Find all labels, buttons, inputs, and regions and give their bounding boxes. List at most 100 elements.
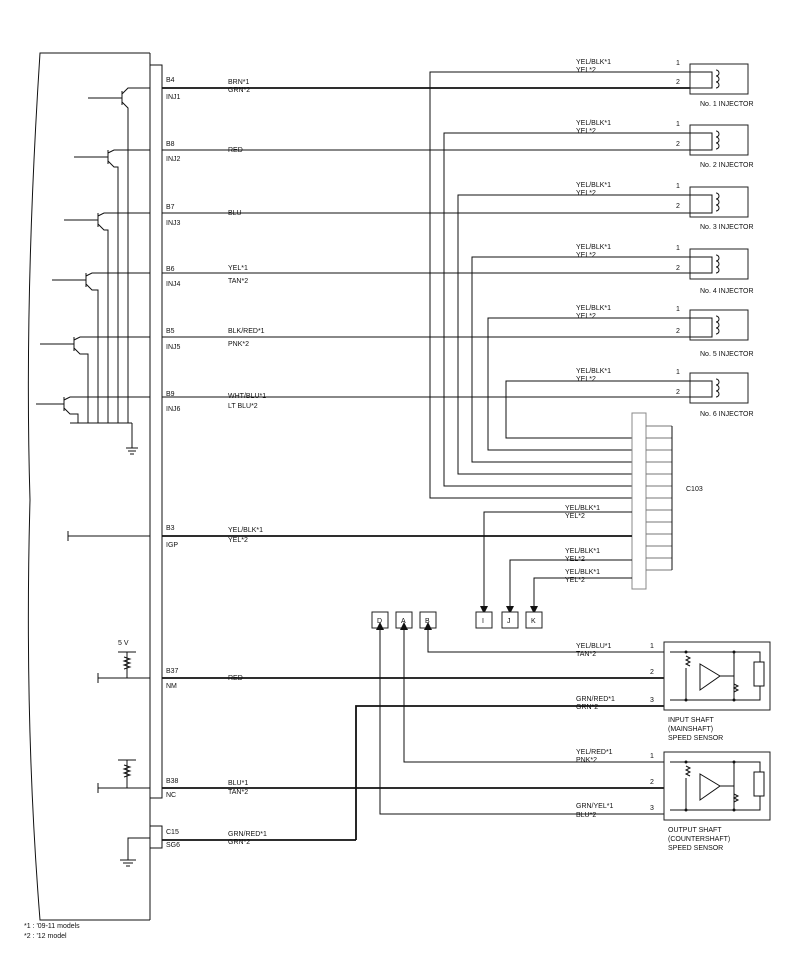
wire-color: GRN/RED*1 [228, 831, 267, 838]
wire-color: GRN*2 [228, 87, 250, 94]
wire-color: YEL/RED*1 [576, 749, 613, 756]
pin-number: 1 [650, 643, 654, 650]
pin-code: B7 [166, 204, 175, 211]
supply-voltage: 5 V [118, 640, 129, 647]
wire-color: YEL*2 [576, 128, 596, 135]
injector-feed-labels: YEL/BLK*1 YEL*2 YEL/BLK*1 YEL*2 YEL/BLK*… [576, 59, 611, 383]
pin-code: B8 [166, 141, 175, 148]
wire-color: GRN/RED*1 [576, 696, 615, 703]
input-sensor-wiring: 5 V RED YEL/BLU*1 TAN*2 GRN/RED*1 GRN*2 … [97, 622, 664, 840]
injector-4: 1 2 No. 4 INJECTOR [676, 245, 754, 295]
svg-text:J: J [507, 618, 511, 625]
input-shaft-sensor: INPUT SHAFT (MAINSHAFT) SPEED SENSOR [663, 641, 771, 742]
wire-color: LT BLU*2 [228, 403, 258, 410]
pin-function: INJ2 [166, 156, 181, 163]
pin-function: INJ6 [166, 406, 181, 413]
sg6-ground: GRN/RED*1 GRN*2 [120, 831, 356, 867]
ref-box-a: A [395, 611, 413, 629]
pin-function: INJ1 [166, 94, 181, 101]
svg-text:I: I [482, 618, 484, 625]
footnote: *1 : '09-11 models [24, 923, 80, 930]
pin-function: IGP [166, 542, 178, 549]
pin-function: INJ3 [166, 220, 181, 227]
pin-number: 1 [676, 306, 680, 313]
sensor-label: OUTPUT SHAFT [668, 827, 722, 834]
sensor-label: (COUNTERSHAFT) [668, 836, 730, 843]
igp-supply: YEL/BLK*1 YEL*2 [67, 527, 632, 544]
injector-label: No. 3 INJECTOR [700, 224, 754, 231]
svg-text:A: A [401, 618, 406, 625]
pin-number: 1 [676, 245, 680, 252]
wire-color: YEL/BLK*1 [576, 244, 611, 251]
wire-color: RED [228, 675, 243, 682]
wire-color: WHT/BLU*1 [228, 393, 266, 400]
pin-number: 2 [676, 203, 680, 210]
pin-code: B38 [166, 778, 179, 785]
wire-color: YEL*2 [565, 513, 585, 520]
wire-color: YEL*2 [576, 313, 596, 320]
ecm-injector-drivers [36, 87, 150, 455]
pin-number: 1 [676, 183, 680, 190]
injector-1: 1 2 No. 1 INJECTOR [676, 60, 754, 108]
pin-code: B9 [166, 391, 175, 398]
wire-color: GRN*2 [228, 839, 250, 846]
reference-boxes: D A B I J K [371, 611, 543, 629]
wire-color: BRN*1 [228, 79, 250, 86]
wire-color: GRN*2 [576, 704, 598, 711]
pin-function: INJ4 [166, 281, 181, 288]
pin-number: 2 [650, 669, 654, 676]
wire-color: BLU*1 [228, 780, 248, 787]
wire-color: YEL*2 [576, 376, 596, 383]
wire-color: TAN*2 [576, 651, 596, 658]
pin-number: 2 [676, 389, 680, 396]
svg-text:B: B [425, 618, 430, 625]
svg-text:K: K [531, 618, 536, 625]
wire-color: RED [228, 147, 243, 154]
pin-code: B4 [166, 77, 175, 84]
wire-color: YEL/BLK*1 [576, 368, 611, 375]
pin-code: B3 [166, 525, 175, 532]
pin-number: 2 [650, 779, 654, 786]
pin-function: INJ5 [166, 344, 181, 351]
injector-signal-wires [162, 87, 690, 398]
pin-number: 2 [676, 265, 680, 272]
injector-5: 1 2 No. 5 INJECTOR [676, 306, 754, 358]
wire-color: YEL*2 [576, 252, 596, 259]
wire-color: YEL*2 [576, 67, 596, 74]
wire-color: GRN/YEL*1 [576, 803, 613, 810]
svg-text:D: D [377, 618, 382, 625]
injector-label: No. 6 INJECTOR [700, 411, 754, 418]
output-shaft-sensor: OUTPUT SHAFT (COUNTERSHAFT) SPEED SENSOR [663, 751, 771, 852]
wire-color: BLU [228, 210, 242, 217]
pin-function: SG6 [166, 842, 180, 849]
connector-label: C103 [686, 486, 703, 493]
injector-signal-wire-labels: BRN*1 GRN*2 RED BLU YEL*1 TAN*2 BLK/RED*… [228, 79, 266, 410]
wire-color: TAN*2 [228, 278, 248, 285]
injector-label: No. 5 INJECTOR [700, 351, 754, 358]
pin-number: 1 [676, 60, 680, 67]
pin-function: NC [166, 792, 176, 799]
ecm-pin-labels: B4 INJ1 B8 INJ2 B7 INJ3 B6 INJ4 B5 INJ5 … [166, 77, 181, 849]
injector-label: No. 4 INJECTOR [700, 288, 754, 295]
pin-number: 2 [676, 79, 680, 86]
output-sensor-wiring: BLU*1 TAN*2 YEL/RED*1 PNK*2 GRN/YEL*1 BL… [97, 622, 664, 819]
wire-color: YEL/BLK*1 [565, 505, 600, 512]
sensor-label: (MAINSHAFT) [668, 726, 713, 733]
wire-color: TAN*2 [228, 789, 248, 796]
pin-code: B37 [166, 668, 179, 675]
wire-color: YEL/BLK*1 [565, 569, 600, 576]
wire-color: BLK/RED*1 [228, 328, 265, 335]
wire-color: YEL*2 [228, 537, 248, 544]
sensor-label: SPEED SENSOR [668, 845, 723, 852]
wire-color: PNK*2 [576, 757, 597, 764]
wire-color: PNK*2 [228, 341, 249, 348]
pin-code: B6 [166, 266, 175, 273]
branch-wires: YEL/BLK*1 YEL*2 YEL/BLK*1 YEL*2 YEL/BLK*… [480, 505, 632, 614]
sensor-label: INPUT SHAFT [668, 717, 714, 724]
pin-number: 3 [650, 805, 654, 812]
wire-color: YEL/BLK*1 [228, 527, 263, 534]
footnotes: *1 : '09-11 models *2 : '12 model [24, 923, 80, 940]
ecm-outline [27, 52, 163, 921]
